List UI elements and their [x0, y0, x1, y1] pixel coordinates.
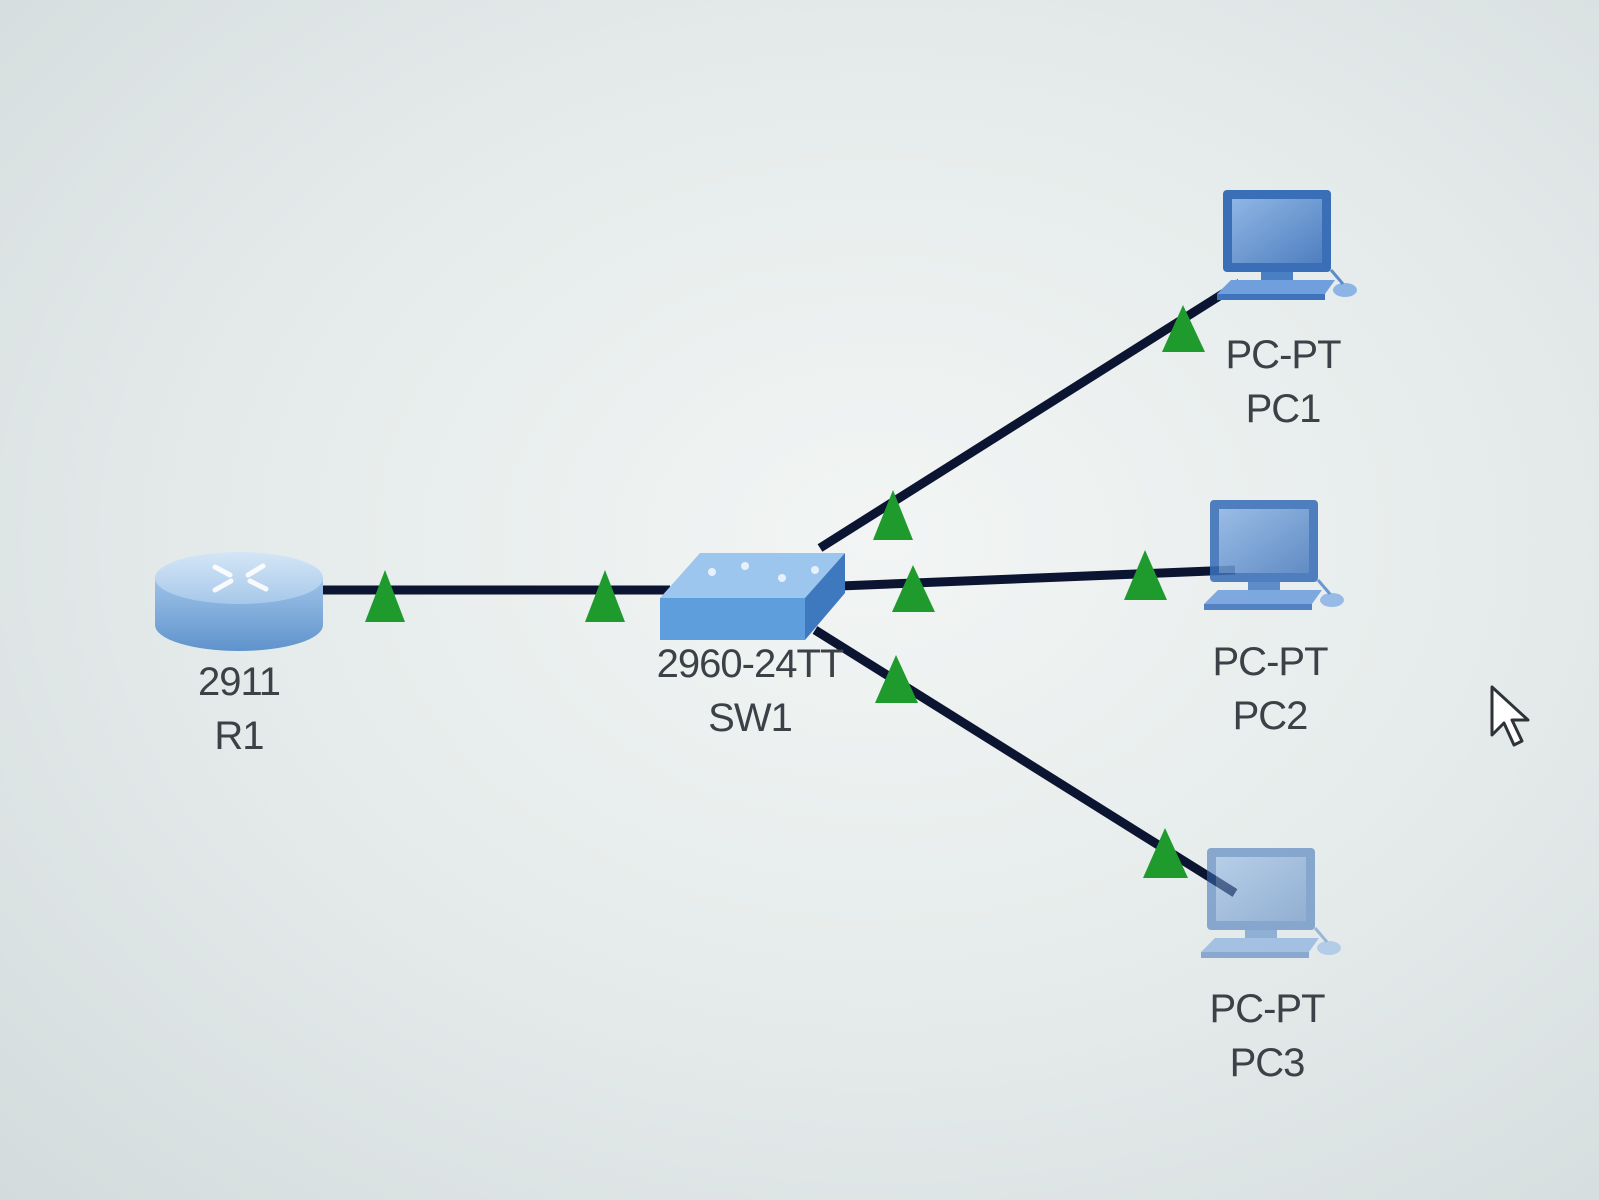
device-name: R1 — [214, 714, 264, 758]
device-name: SW1 — [708, 696, 793, 740]
router-icon — [155, 552, 323, 651]
device-model: PC-PT — [1212, 640, 1329, 684]
link-sw1-pc2[interactable] — [839, 565, 1236, 591]
device-model: 2911 — [197, 660, 281, 704]
device-model: PC-PT — [1209, 987, 1326, 1031]
device-name: PC3 — [1229, 1041, 1306, 1085]
port-status-r1-sw1-b — [585, 570, 625, 622]
device-model: 2960-24TT — [656, 642, 845, 686]
port-status-r1-sw1-a — [365, 570, 405, 622]
pc-pc2[interactable] — [1204, 500, 1344, 610]
label-r1: 2911 R1 — [129, 655, 349, 763]
port-status-sw1-pc2-b — [1124, 550, 1167, 600]
switch-sw1[interactable] — [660, 553, 845, 640]
switch-icon — [660, 553, 845, 640]
device-name: PC1 — [1245, 387, 1322, 431]
router-r1[interactable] — [155, 552, 323, 651]
port-status-sw1-pc2-a — [892, 565, 935, 612]
port-status-sw1-pc3-a — [875, 655, 918, 703]
label-pc2: PC-PT PC2 — [1160, 635, 1380, 743]
port-status-sw1-pc1-a — [873, 490, 913, 540]
port-status-sw1-pc3-b — [1143, 828, 1188, 878]
pc-icon — [1217, 190, 1357, 300]
pc-pc3[interactable] — [1201, 848, 1341, 958]
label-pc3: PC-PT PC3 — [1157, 982, 1377, 1090]
device-name: PC2 — [1232, 694, 1309, 738]
pc-icon — [1201, 848, 1341, 958]
mouse-pointer-icon — [1490, 685, 1530, 747]
device-model: PC-PT — [1225, 333, 1342, 377]
pc-icon — [1204, 500, 1344, 610]
pc-pc1[interactable] — [1217, 190, 1357, 300]
label-sw1: 2960-24TT SW1 — [640, 637, 860, 745]
label-pc1: PC-PT PC1 — [1173, 328, 1393, 436]
port-status-sw1-pc1-b — [1162, 305, 1205, 352]
